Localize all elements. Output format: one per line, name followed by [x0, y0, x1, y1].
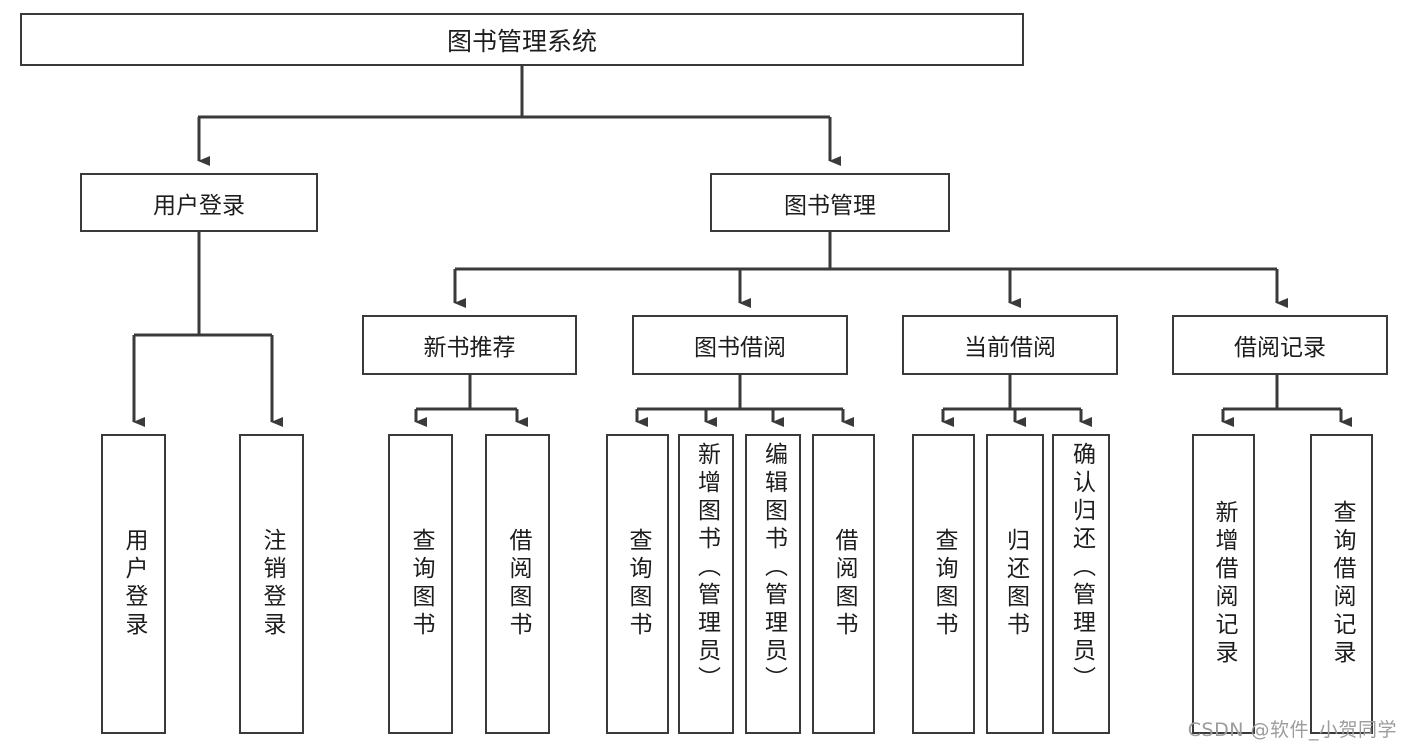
- node-leaf-query-book-current[interactable]: 查询图书: [912, 434, 975, 734]
- watermark-text: CSDN @软件_小贺同学: [1187, 719, 1397, 741]
- node-label: 借阅图书: [831, 528, 857, 640]
- node-leaf-query-borrow-record[interactable]: 查询借阅记录: [1310, 434, 1373, 734]
- node-label: 查询借阅记录: [1329, 500, 1355, 668]
- node-borrow-record[interactable]: 借阅记录: [1172, 315, 1388, 375]
- node-label: 用户登录: [153, 192, 245, 219]
- node-leaf-add-borrow-record[interactable]: 新增借阅记录: [1192, 434, 1255, 734]
- node-leaf-logout-login[interactable]: 注销登录: [239, 434, 304, 734]
- node-label: 查询图书: [931, 528, 957, 640]
- node-leaf-add-book-admin[interactable]: 新增图书（管理员）: [678, 434, 734, 734]
- node-label: 查询图书: [408, 528, 434, 640]
- node-leaf-query-book-recommend[interactable]: 查询图书: [388, 434, 453, 734]
- node-label: 借阅图书: [505, 528, 531, 640]
- node-label: 归还图书: [1002, 528, 1029, 640]
- node-label: 编辑图书（管理员）: [760, 442, 787, 694]
- node-label: 当前借阅: [964, 335, 1056, 361]
- node-book-management[interactable]: 图书管理: [710, 173, 950, 232]
- node-user-login[interactable]: 用户登录: [80, 173, 318, 232]
- node-label: 查询图书: [625, 528, 651, 640]
- node-label: 新增图书（管理员）: [693, 442, 720, 694]
- node-leaf-return-book[interactable]: 归还图书: [986, 434, 1044, 734]
- node-leaf-query-book-borrow[interactable]: 查询图书: [606, 434, 669, 734]
- node-root-system[interactable]: 图书管理系统: [20, 13, 1024, 66]
- node-label: 图书管理: [784, 192, 876, 219]
- node-label: 新增借阅记录: [1211, 500, 1237, 668]
- node-label: 注销登录: [259, 528, 285, 640]
- node-leaf-borrow-book-recommend[interactable]: 借阅图书: [485, 434, 550, 734]
- node-leaf-user-login[interactable]: 用户登录: [101, 434, 166, 734]
- node-current-borrow[interactable]: 当前借阅: [902, 315, 1118, 375]
- node-label: 借阅记录: [1234, 335, 1326, 361]
- node-label: 确认归还（管理员）: [1068, 442, 1095, 694]
- node-book-borrow[interactable]: 图书借阅: [632, 315, 848, 375]
- node-leaf-confirm-return-admin[interactable]: 确认归还（管理员）: [1052, 434, 1110, 734]
- node-new-book-recommend[interactable]: 新书推荐: [362, 315, 577, 375]
- node-leaf-edit-book-admin[interactable]: 编辑图书（管理员）: [745, 434, 801, 734]
- node-label: 新书推荐: [423, 335, 516, 361]
- node-label: 图书借阅: [694, 335, 786, 361]
- node-label: 用户登录: [121, 528, 147, 640]
- node-label: 图书管理系统: [446, 26, 597, 56]
- node-leaf-borrow-book[interactable]: 借阅图书: [812, 434, 875, 734]
